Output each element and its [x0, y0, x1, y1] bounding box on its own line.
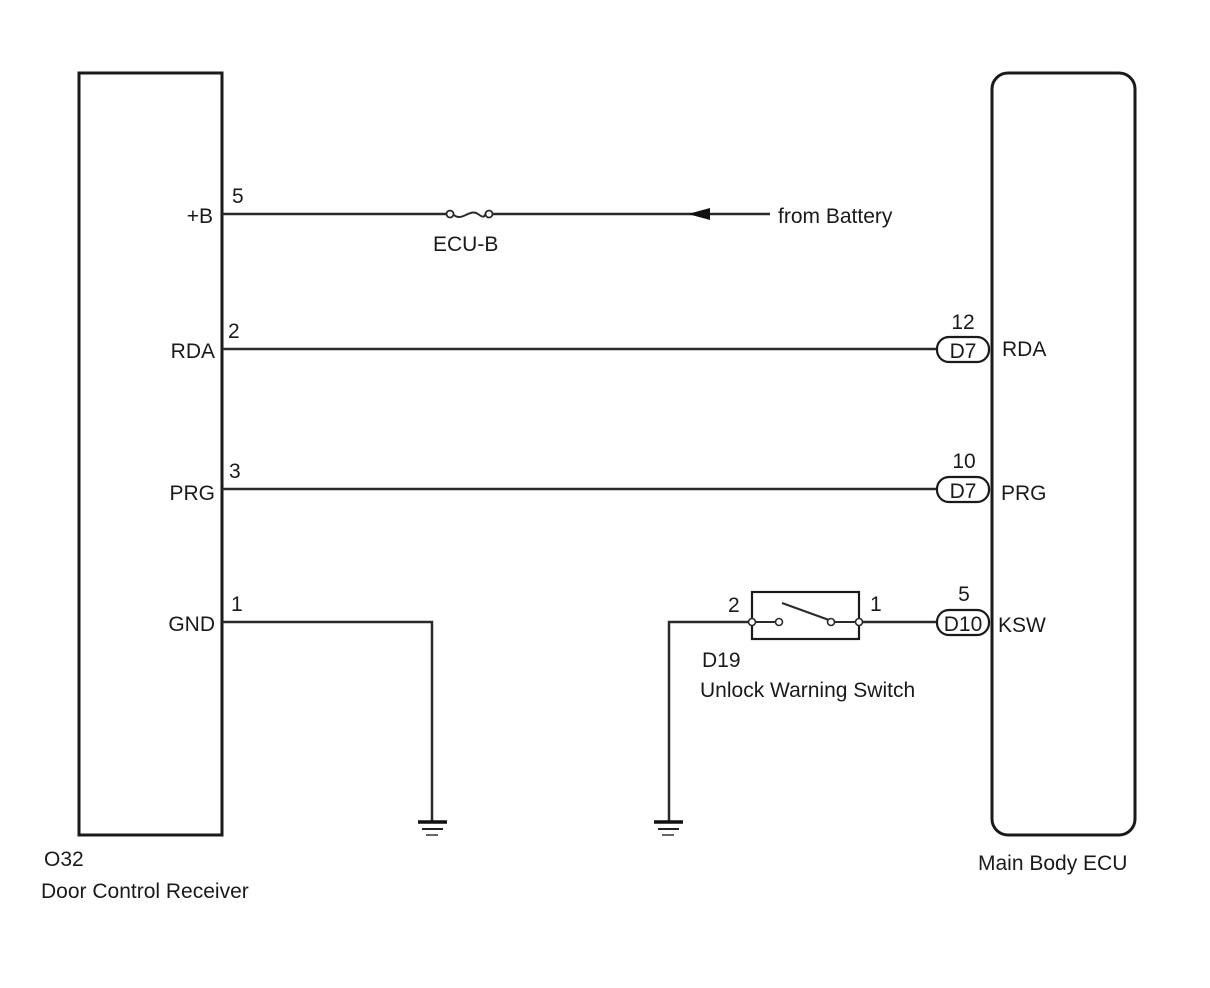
connector-d7-rda	[935, 335, 991, 364]
ground-icon	[418, 820, 447, 836]
wire-switch-ground	[667, 620, 752, 821]
connector-d7-prg	[935, 475, 991, 504]
terminal-gnd-label: GND	[168, 613, 215, 636]
ecu-pin-ksw-number: 5	[958, 583, 970, 606]
pin-rda-number: 2	[228, 320, 240, 343]
ecu-name: Main Body ECU	[978, 852, 1127, 875]
arrow-icon	[688, 208, 710, 220]
ecu-terminal-ksw-label: KSW	[998, 614, 1046, 637]
ecu-pin-rda-number: 12	[951, 311, 974, 334]
pin-b-number: 5	[232, 185, 244, 208]
ground-icon	[654, 820, 683, 836]
fuse-label: ECU-B	[433, 233, 498, 256]
connector-d10-ksw	[935, 608, 991, 637]
ecu-terminal-prg-label: PRG	[1001, 482, 1047, 505]
switch-icon	[747, 590, 864, 641]
door-control-receiver-box	[77, 71, 224, 837]
pin-prg-number: 3	[229, 460, 241, 483]
source-label: from Battery	[778, 205, 893, 228]
terminal-b-label: +B	[187, 205, 213, 228]
wire-gnd	[222, 620, 434, 821]
connector-prg-code: D7	[950, 480, 977, 503]
receiver-code: O32	[44, 848, 84, 871]
receiver-name: Door Control Receiver	[41, 880, 249, 903]
switch-pin-right: 1	[870, 593, 882, 616]
switch-code: D19	[702, 649, 741, 672]
terminal-prg-label: PRG	[169, 482, 215, 505]
terminal-rda-label: RDA	[171, 340, 215, 363]
fuse-icon	[445, 209, 494, 219]
connector-ksw-code: D10	[944, 613, 983, 636]
switch-pin-left: 2	[728, 594, 740, 617]
switch-name: Unlock Warning Switch	[700, 679, 915, 702]
main-body-ecu-box	[990, 71, 1137, 837]
ecu-pin-prg-number: 10	[952, 450, 975, 473]
ecu-terminal-rda-label: RDA	[1002, 338, 1046, 361]
connector-rda-code: D7	[950, 340, 977, 363]
pin-gnd-number: 1	[231, 593, 243, 616]
